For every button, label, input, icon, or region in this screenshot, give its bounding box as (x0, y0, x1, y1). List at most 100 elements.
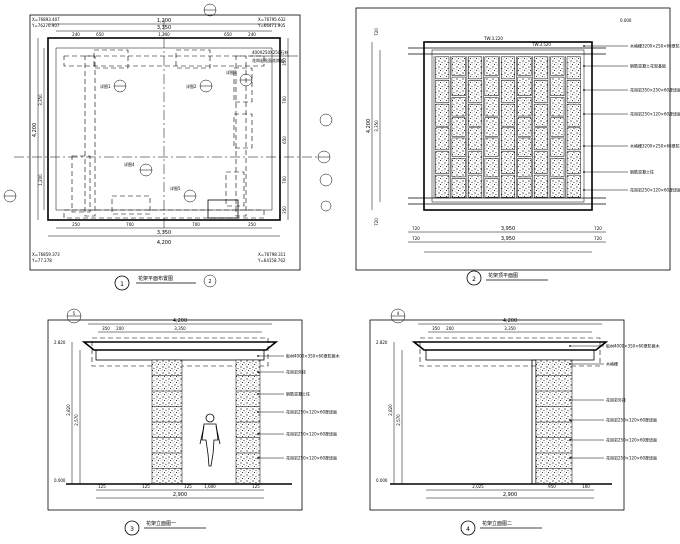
view3-top-slab (81, 341, 279, 351)
view4-frame (369, 319, 625, 511)
stone-block (501, 151, 515, 174)
view2-dim: 720 (412, 236, 420, 241)
view2-level-top: TW:3.220 (483, 36, 503, 41)
view4-dim: 4,200 (503, 318, 517, 324)
stone-block (501, 56, 515, 80)
view4-number: 4 (466, 526, 470, 533)
stone-block (550, 117, 565, 137)
view1-column (111, 195, 151, 215)
stone-block (435, 80, 450, 103)
view2-dim: 3,950 (501, 236, 515, 242)
view4-number-circle (460, 520, 476, 536)
stone-block (533, 151, 548, 174)
view1-note: 400X250X250石材 (252, 49, 288, 55)
view1-coord-tl-x: X=76893.407 (32, 17, 60, 22)
view4-dim: 950 (548, 484, 556, 489)
view2-note: 木格栅3200×250×60厚防腐木 (630, 43, 680, 49)
stone-block (517, 56, 532, 76)
stone-block (484, 178, 499, 198)
stone-block (517, 137, 532, 157)
view1-coord-bl-y: Y=77.278 (31, 258, 52, 263)
view2-dim: 3,350 (374, 120, 379, 132)
view4-note: 花岗岩250×120×60厚烧面 (606, 437, 657, 443)
stone-block (435, 151, 450, 174)
view1-column (71, 155, 91, 213)
stone-block (566, 56, 581, 80)
view1-column (225, 171, 245, 207)
stone-block (550, 178, 565, 198)
view1-coord-tr-y: Y=66471.905 (257, 23, 286, 28)
stone-block (451, 76, 466, 97)
view4-note: 花岗岩外挂 (606, 397, 626, 403)
view1-callout: 详图1 (100, 79, 127, 93)
stone-block (451, 137, 466, 157)
view2-title: 花架顶平面图 (488, 272, 518, 279)
view4-title: 花架立面图二 (482, 520, 512, 527)
stone-block (484, 157, 499, 178)
svg-text:详图2: 详图2 (186, 83, 197, 89)
svg-text:详图3: 详图3 (226, 69, 237, 75)
stone-block (517, 117, 532, 137)
view2-number: 2 (472, 276, 476, 283)
view3-note: 花岗岩250×120×60厚烧面 (286, 455, 337, 461)
view1-dim: 700 (192, 222, 200, 227)
stone-block (550, 76, 565, 97)
stone-block (550, 56, 565, 76)
stone-block (517, 97, 532, 117)
view1-dim: 350 (282, 206, 287, 214)
view1-dim: 4,200 (32, 123, 38, 137)
view1-dim: 700 (282, 96, 287, 104)
stone-block (550, 157, 565, 178)
view3-dim: 125 (184, 484, 192, 489)
view4-note: 花岗岩250×120×60厚烧面 (606, 455, 657, 461)
stone-block (517, 178, 532, 198)
view1-dim: 3,350 (157, 25, 171, 31)
view2-top-plan: TW:3.220 TW:3.520 0.000 4,200 3,350 720 … (355, 7, 680, 286)
view2-level-corner: 0.000 (620, 18, 632, 23)
view3-dim: 2,900 (173, 492, 187, 498)
view3-elevation: 2.820 0.000 4,200 3,350 350 200 2,820 2,… (47, 308, 340, 536)
view1-title: 花架平面布置图 (138, 275, 173, 282)
view4-dim: 350 (432, 326, 440, 331)
stone-block (533, 127, 548, 151)
view2-number-circle (466, 270, 482, 286)
view1-dim: 700 (126, 222, 134, 227)
view1-dim: 250 (248, 222, 256, 227)
view1-dim: 1,200 (38, 174, 43, 186)
view1-plan: 1,200 3,350 650 1,200 650 240 240 250 70… (3, 3, 333, 291)
stone-block (435, 56, 450, 80)
view2-note: 花岗岩250×120×60厚烧面 (630, 111, 680, 117)
view1-number-circle (114, 275, 130, 291)
view4-dim: 2,900 (503, 492, 517, 498)
view3-ref-num: 5 (73, 311, 76, 316)
view3-dim: 200 (116, 326, 124, 331)
stone-block (484, 97, 499, 117)
view3-dim: 125 (98, 484, 106, 489)
stone-block (566, 127, 581, 151)
view1-dim: 650 (96, 32, 104, 37)
view3-dim: 3,350 (174, 326, 186, 331)
view1-ref: 2 (208, 279, 211, 285)
stone-block (468, 56, 483, 80)
stone-block (451, 117, 466, 137)
stone-block (451, 178, 466, 198)
stone-block (533, 56, 548, 80)
view3-dim: 125 (252, 484, 260, 489)
view4-elevation: 2.820 0.000 4,200 3,350 350 200 2,820 2,… (369, 308, 660, 536)
view1-dim-total: 1,200 (157, 18, 171, 24)
view3-dim: 2,820 (66, 404, 71, 416)
view2-stone-grid (433, 56, 581, 198)
stone-block (435, 103, 450, 127)
view3-note: 花岗岩250×120×60厚烧面 (286, 409, 337, 415)
view2-dim: 3,950 (501, 226, 515, 232)
view3-level-base: 0.000 (54, 478, 66, 483)
stone-block (451, 157, 466, 178)
view3-note: 花岗岩外挂 (286, 369, 306, 375)
stone-block (468, 151, 483, 174)
view3-dim: 125 (142, 484, 150, 489)
view4-note: 花岗岩250×120×60厚烧面 (606, 417, 657, 423)
view3-level-top: 2.820 (54, 340, 66, 345)
view1-column (93, 49, 129, 69)
view3-note: 钢筋混凝土柱 (286, 391, 310, 397)
